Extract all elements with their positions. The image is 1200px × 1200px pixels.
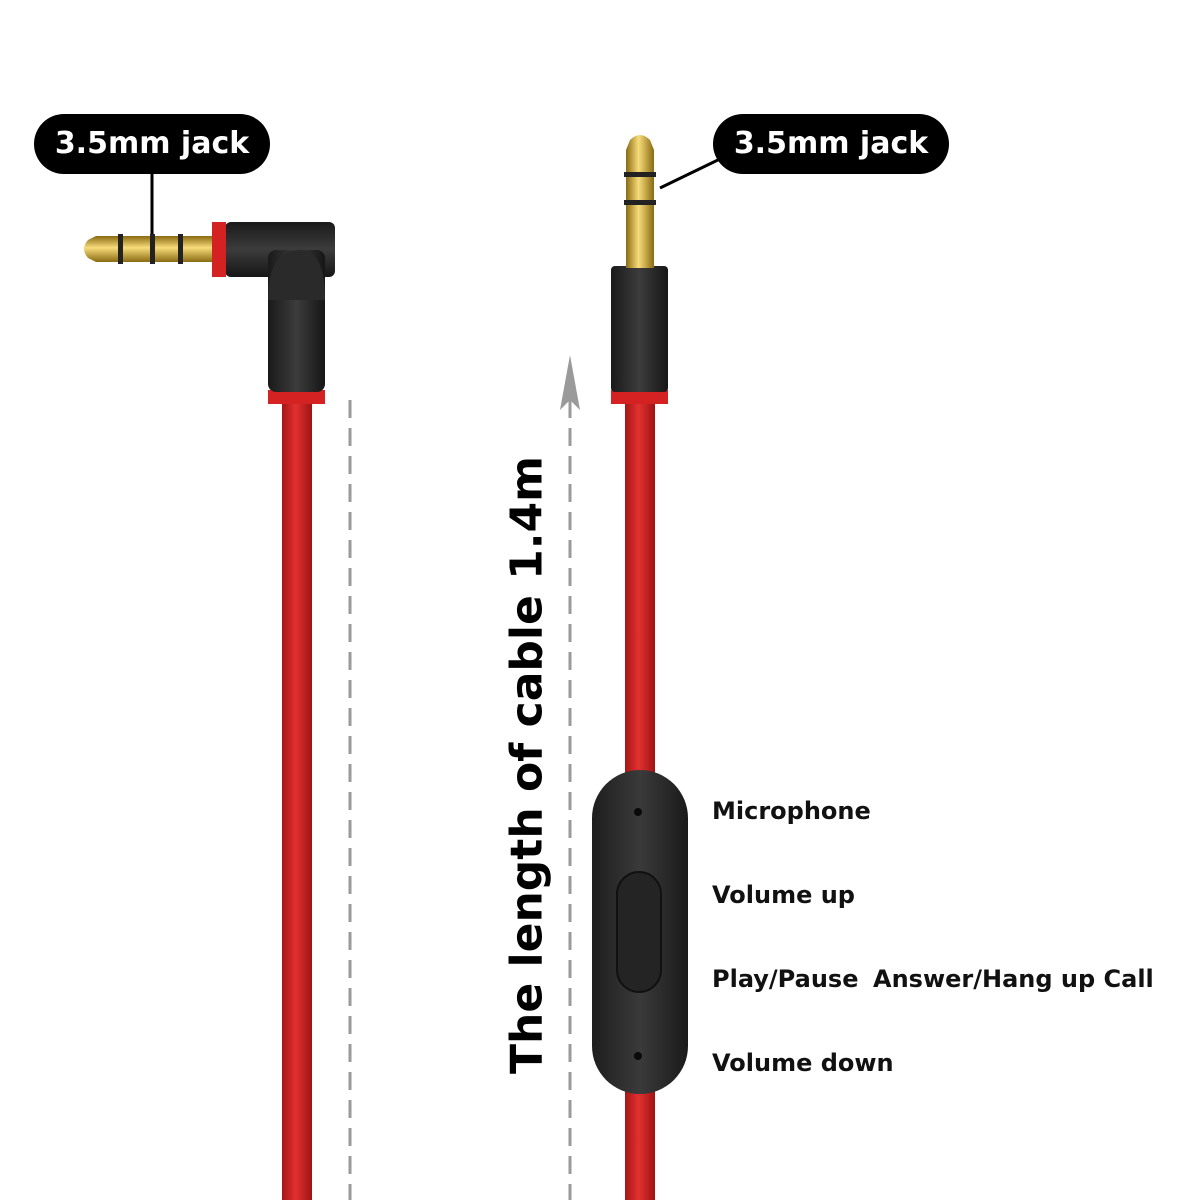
left-red-collar bbox=[268, 390, 325, 404]
volume-rocker-button bbox=[616, 871, 662, 993]
volume-up-label: Volume up bbox=[712, 881, 855, 909]
right-jack-callout: 3.5mm jack bbox=[713, 114, 949, 174]
cable-length-label: The length of cable 1.4m bbox=[501, 456, 553, 1074]
right-red-collar bbox=[611, 390, 668, 404]
left-cable-wire bbox=[282, 400, 312, 1200]
right-straight-plug-housing bbox=[611, 266, 668, 392]
left-plug-red-ring bbox=[212, 222, 226, 277]
bottom-dot-icon bbox=[634, 1052, 642, 1060]
right-callout-leader bbox=[659, 156, 723, 190]
microphone-hole-icon bbox=[634, 808, 642, 816]
left-jack-callout: 3.5mm jack bbox=[34, 114, 270, 174]
play-pause-label: Play/Pause bbox=[712, 965, 859, 993]
length-arrow-head-icon bbox=[560, 355, 580, 410]
left-gold-jack-pin bbox=[84, 234, 212, 264]
volume-down-label: Volume down bbox=[712, 1049, 894, 1077]
right-cable bbox=[592, 135, 723, 1200]
microphone-label: Microphone bbox=[712, 797, 871, 825]
answer-hang-up-label: Answer/Hang up Call bbox=[873, 965, 1154, 993]
right-gold-jack-pin bbox=[624, 135, 656, 268]
inline-remote bbox=[592, 770, 688, 1094]
left-cable bbox=[84, 174, 335, 1200]
left-angled-plug-housing bbox=[225, 222, 335, 392]
